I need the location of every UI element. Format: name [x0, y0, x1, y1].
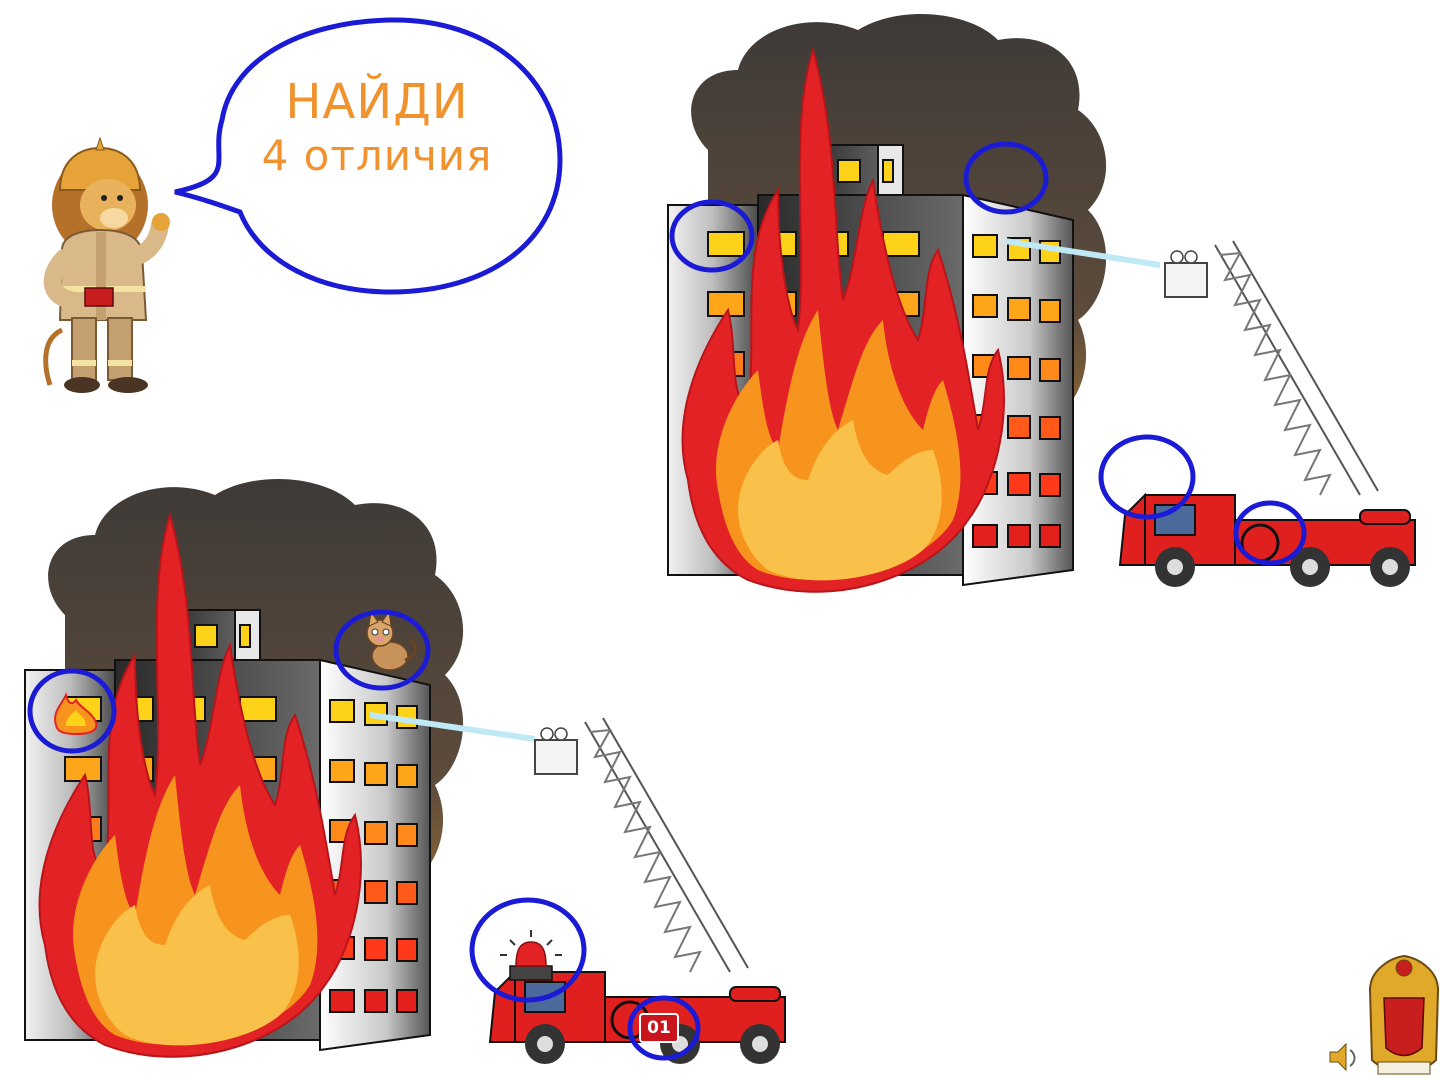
- difference-circle-bottom-siren[interactable]: [469, 897, 587, 1003]
- difference-circle-top-roof[interactable]: [963, 141, 1049, 215]
- fire-service-emblem-icon: [1368, 954, 1440, 1075]
- difference-circle-top-window[interactable]: [669, 199, 755, 273]
- speaker-icon[interactable]: [1329, 1042, 1356, 1072]
- difference-circle-top-cab[interactable]: [1098, 434, 1196, 520]
- small-flame-icon: [54, 691, 98, 736]
- speech-bubble: [174, 17, 563, 295]
- bottom-water-jet: [370, 712, 535, 742]
- top-fire-truck: [1118, 239, 1417, 589]
- top-building: [667, 12, 1108, 593]
- bottom-building: [24, 477, 465, 1058]
- siren-light-icon: [500, 930, 562, 981]
- difference-circle-bottom-roof[interactable]: [333, 609, 431, 691]
- difference-circle-top-badge[interactable]: [1233, 500, 1307, 566]
- difference-circle-bottom-badge[interactable]: [627, 995, 701, 1061]
- truck-number-label: 01: [647, 1018, 671, 1038]
- top-water-jet: [1005, 238, 1160, 268]
- difference-circle-bottom-window[interactable]: [27, 668, 117, 754]
- cat-icon: [366, 610, 417, 671]
- truck-number-badge: [639, 1013, 679, 1043]
- lion-firefighter-icon: [43, 136, 170, 393]
